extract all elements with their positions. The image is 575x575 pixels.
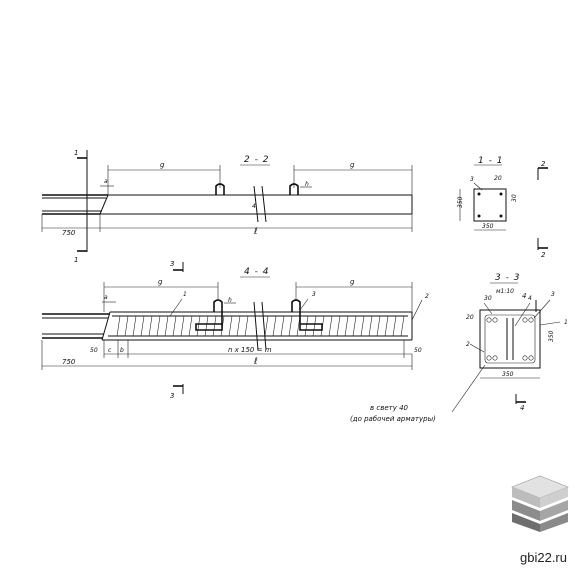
section-1-1-title: 1 - 1 [478, 156, 503, 166]
cut-mark-2-top: 2 [541, 160, 546, 168]
dim-350-v-11: 350 [457, 196, 464, 208]
dim-350-h-11: 350 [482, 223, 494, 230]
dim-g-right-22: g [350, 161, 355, 169]
dim-b: b [120, 347, 124, 354]
dim-50-right: 50 [414, 347, 422, 354]
dim-a-44: a [104, 294, 108, 301]
mark-2-44: 2 [425, 293, 429, 300]
dim-l-22: ℓ [253, 227, 259, 237]
mark-1-33: 1 [564, 319, 568, 326]
view-section-4-4: 4 - 4 3 3 h [41, 260, 429, 400]
mark-3-44: 3 [312, 291, 316, 298]
view-section-1-1: 1 - 1 3 20 350 30 350 2 2 [457, 156, 548, 259]
mark-1-44: 1 [183, 291, 187, 298]
view-section-3-3: 3 - 3 м1:10 4 4 30 4 3 1 20 2 350 [451, 273, 568, 413]
mark-3-11: 3 [470, 176, 474, 183]
dim-30-11: 30 [511, 194, 518, 202]
note-clearance-line1: в свету 40 [370, 404, 409, 412]
dim-350-v-33: 350 [548, 330, 555, 342]
dim-20-33: 20 [466, 314, 474, 321]
stirrups-left [116, 315, 249, 337]
site-watermark: gbi22.ru [520, 550, 567, 565]
mark-2-33: 2 [466, 341, 470, 348]
dim-c: c [108, 347, 112, 354]
cut-mark-4-top: 4 [522, 292, 526, 300]
cut-mark-3-bottom: 3 [170, 392, 174, 400]
cut-mark-1-top: 1 [74, 149, 78, 157]
view-section-2-2: 2 - 2 1 1 h g g a [41, 149, 413, 264]
dim-n-x-150: n x 150 = m [228, 346, 272, 354]
section-4-4-title: 4 - 4 [244, 267, 269, 277]
note-clearance-line2: (до рабочей арматуры) [350, 415, 436, 423]
dim-a-22: a [104, 178, 108, 185]
dim-350-h-33: 350 [502, 371, 514, 378]
section-2-2-title: 2 - 2 [244, 155, 269, 165]
dim-l-44: ℓ [253, 357, 259, 367]
section-3-3-title: 3 - 3 [495, 273, 520, 283]
dim-30-33: 30 [484, 295, 492, 302]
mark-4-33: 4 [528, 295, 532, 302]
loop-dim-h-44: h [228, 297, 232, 304]
section-3-3-scale: м1:10 [496, 288, 514, 295]
dim-750-44: 750 [62, 358, 76, 366]
mark-4-22: 4 [252, 203, 256, 210]
dim-g-right-44: g [350, 278, 355, 286]
brand-logo [511, 475, 569, 532]
cut-mark-4-bottom: 4 [520, 404, 524, 412]
dim-750-22: 750 [62, 229, 76, 237]
cut-mark-3-top: 3 [170, 260, 174, 268]
dim-g-left-22: g [160, 161, 165, 169]
note-clearance: в свету 40 (до рабочей арматуры) [350, 404, 436, 423]
stirrups-right [264, 315, 405, 337]
dim-50-left: 50 [90, 347, 98, 354]
dim-20-11: 20 [494, 175, 502, 182]
loop-dim-h-22: h [305, 181, 309, 188]
dim-g-left-44: g [158, 278, 163, 286]
cut-mark-2-bottom: 2 [541, 251, 546, 259]
mark-3-33: 3 [551, 291, 555, 298]
cut-mark-1-bottom: 1 [74, 256, 78, 264]
